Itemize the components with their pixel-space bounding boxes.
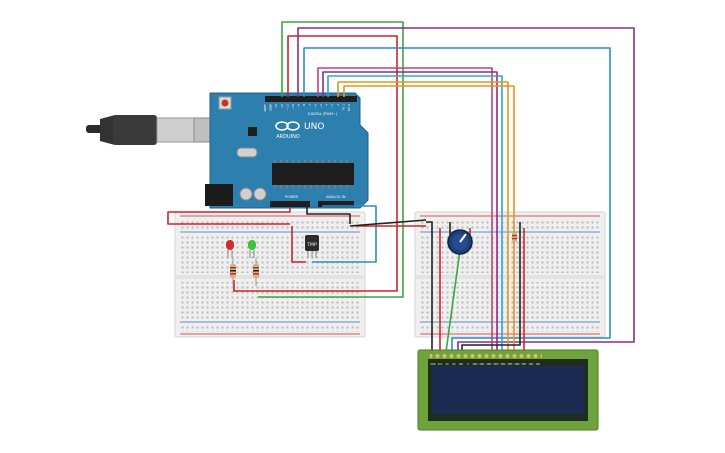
usb-cable[interactable] (86, 115, 225, 145)
pin-label: ~6 (313, 104, 317, 109)
lcd-screen (432, 366, 584, 414)
arduino-logo (275, 121, 300, 131)
power-jack (205, 184, 233, 206)
analog-header[interactable] (318, 201, 354, 207)
lcd-pin-label: DB0 (473, 363, 478, 366)
breadboard-right[interactable] (414, 211, 606, 338)
model-label: UNO (304, 122, 324, 132)
lcd-pin-label: RS (452, 363, 456, 366)
digital-header[interactable] (265, 96, 357, 102)
wires (167, 21, 635, 353)
power-label: POWER (285, 195, 299, 199)
wire-orange[interactable] (337, 81, 509, 352)
wire-rail-black[interactable] (349, 219, 427, 227)
lcd-pin-label: VCC (438, 363, 443, 366)
digital-label: DIGITAL (PWM~) (308, 112, 338, 116)
wire-a0-blue[interactable] (312, 205, 377, 263)
wire-gnd-black[interactable] (306, 207, 351, 224)
lcd-pin-label: E (467, 363, 469, 366)
lcd-pin-label: DB1 (480, 363, 485, 366)
wire-lcd-gnd[interactable] (426, 221, 433, 352)
red-led[interactable] (226, 240, 234, 258)
temperature-sensor[interactable]: TMP (305, 235, 319, 258)
pin-label: 4 (325, 104, 329, 106)
pin-label: ~11 (285, 104, 289, 110)
lcd-pin-label: RW (459, 363, 464, 366)
lcd-pin-label: DB6 (515, 363, 520, 366)
wire-purple[interactable] (297, 27, 635, 352)
green-led[interactable] (248, 240, 256, 258)
resistor[interactable] (253, 258, 259, 286)
wire-orange-2[interactable] (343, 85, 515, 352)
pin-label: TX 1 (341, 104, 345, 112)
resistor[interactable] (512, 232, 517, 242)
sensor-label: TMP (306, 242, 317, 248)
potentiometer[interactable] (447, 229, 473, 255)
wire-pot-v0[interactable] (445, 249, 461, 353)
lcd-pin-label: DB2 (487, 363, 492, 366)
lcd-pin-label: LED (529, 363, 534, 366)
wire-cyan[interactable] (327, 75, 503, 352)
lcd-pin-label: DB5 (508, 363, 513, 366)
wire-green[interactable] (258, 21, 404, 298)
lcd-pin-label: DB4 (501, 363, 506, 366)
wire-purple-2[interactable] (322, 71, 498, 352)
wire-blue[interactable] (303, 47, 611, 352)
lcd-pin-label: DB7 (522, 363, 527, 366)
breadboard-left[interactable] (174, 211, 366, 338)
brand-label: ARDUINO (276, 134, 300, 140)
wire-5v-red[interactable] (167, 207, 291, 225)
analog-label: ANALOG IN (326, 195, 346, 199)
pin-label: 12 (280, 104, 284, 108)
pin-label: ~5 (319, 104, 323, 109)
power-header[interactable] (270, 201, 310, 207)
resistor[interactable] (230, 258, 236, 286)
pin-label: AREF (263, 104, 267, 112)
wire-sensor-red[interactable] (291, 226, 306, 263)
pin-label: 2 (336, 104, 340, 106)
pin-label: 7 (308, 104, 312, 106)
lcd-pin-label: LED (536, 363, 541, 366)
wire-lcd-rw[interactable] (461, 222, 521, 352)
wire-pink[interactable] (317, 67, 493, 352)
pin-label: ~3 (330, 104, 334, 109)
arduino-uno[interactable]: ARDUINO UNO DIGITAL (PWM~) POWER ANALOG … (205, 92, 369, 209)
wire-red[interactable] (233, 35, 398, 292)
pin-label: ~10 (291, 104, 295, 110)
lcd-pin-label: V0 (445, 363, 449, 366)
lcd-pin-label: GND (430, 363, 435, 366)
pin-label: 8 (302, 104, 306, 106)
lcd-pin-label: DB3 (494, 363, 499, 366)
pin-label: ~9 (297, 104, 301, 109)
pin-label: GND (269, 103, 273, 111)
pin-label: RX 0 (347, 104, 351, 111)
atmega-chip (272, 163, 354, 185)
pin-label: 13 (274, 104, 278, 108)
